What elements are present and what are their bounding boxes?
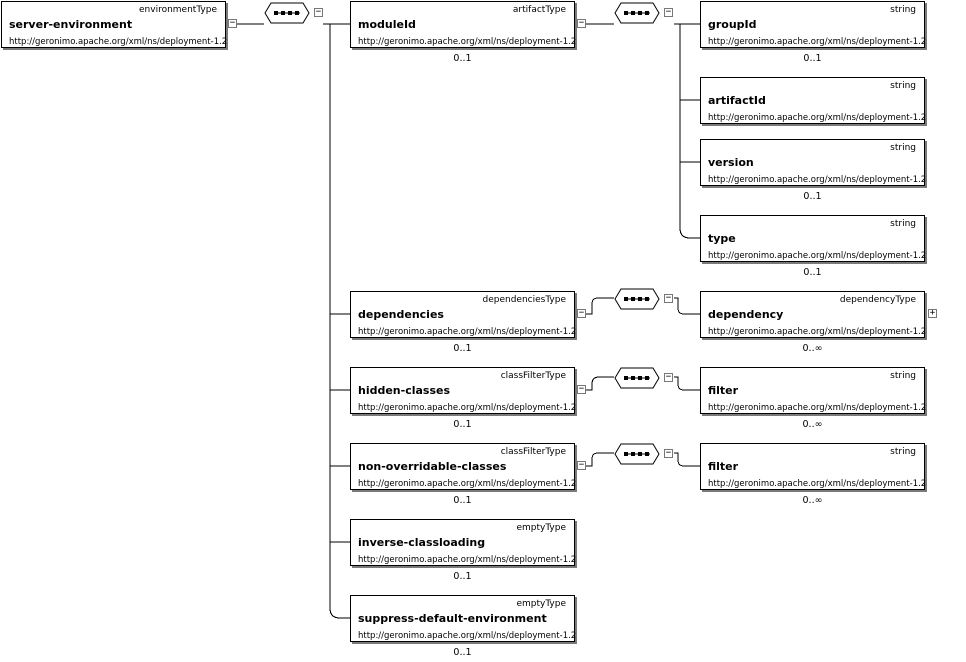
connector-line xyxy=(586,297,614,315)
collapse-toggle[interactable]: − xyxy=(664,293,673,303)
element-box-suppress-default-environment[interactable]: emptyType suppress-default-environment htt… xyxy=(350,595,577,642)
connector-line xyxy=(679,24,700,239)
element-box-type[interactable]: string type http://geronimo.apache.org/xml… xyxy=(700,215,927,262)
element-type: dependencyType xyxy=(839,295,916,305)
element-name: filter xyxy=(708,460,739,473)
element-namespace: http://geronimo.apache.org/xml/ns/deploy… xyxy=(358,631,577,641)
element-type: string xyxy=(890,447,916,457)
element-box-dependency[interactable]: dependencyType dependency http://geronimo.… xyxy=(700,291,927,338)
element-namespace: http://geronimo.apache.org/xml/ns/deploy… xyxy=(358,403,577,413)
element-type: environmentType xyxy=(139,5,217,15)
cardinality-label: 0..1 xyxy=(453,419,472,430)
cardinality-label: 0..1 xyxy=(453,495,472,506)
connector-line xyxy=(329,24,350,619)
element-box-non-overridable-classes[interactable]: classFilterType non-overridable-classes ht… xyxy=(350,443,577,490)
element-name: artifactId xyxy=(708,94,766,107)
element-namespace: http://geronimo.apache.org/xml/ns/deploy… xyxy=(708,113,927,123)
element-name: inverse-classloading xyxy=(358,536,486,549)
sequence-compositor-icon xyxy=(614,443,660,465)
collapse-toggle[interactable]: − xyxy=(664,372,673,382)
element-type: string xyxy=(890,81,916,91)
element-namespace: http://geronimo.apache.org/xml/ns/deploy… xyxy=(708,327,927,337)
collapse-toggle[interactable]: − xyxy=(664,7,673,17)
element-box-filter-nonoverridable[interactable]: string filter http://geronimo.apache.org/x… xyxy=(700,443,927,490)
element-name: filter xyxy=(708,384,739,397)
element-name: dependencies xyxy=(358,308,444,321)
cardinality-label: 0..∞ xyxy=(802,419,823,430)
sequence-compositor-icon xyxy=(614,2,660,24)
element-type: artifactType xyxy=(512,5,566,15)
element-type: string xyxy=(890,219,916,229)
element-box-groupId[interactable]: string groupId http://geronimo.apache.org/… xyxy=(700,1,927,48)
cardinality-label: 0..1 xyxy=(803,53,822,64)
connector-line xyxy=(586,452,614,467)
element-name: suppress-default-environment xyxy=(358,612,547,625)
cardinality-label: 0..1 xyxy=(803,191,822,202)
connector-line xyxy=(586,376,614,391)
element-namespace: http://geronimo.apache.org/xml/ns/deploy… xyxy=(708,403,927,413)
element-namespace: http://geronimo.apache.org/xml/ns/deploy… xyxy=(708,37,927,47)
element-type: emptyType xyxy=(516,599,566,609)
element-namespace: http://geronimo.apache.org/xml/ns/deploy… xyxy=(358,327,577,337)
element-type: string xyxy=(890,5,916,15)
element-namespace: http://geronimo.apache.org/xml/ns/deploy… xyxy=(708,479,927,489)
element-namespace: http://geronimo.apache.org/xml/ns/deploy… xyxy=(708,175,927,185)
element-box-version[interactable]: string version http://geronimo.apache.org/… xyxy=(700,139,927,186)
connector-line xyxy=(674,376,700,391)
element-box-moduleId[interactable]: artifactType moduleId http://geronimo.apac… xyxy=(350,1,577,48)
cardinality-label: 0..1 xyxy=(453,343,472,354)
element-type: classFilterType xyxy=(500,371,566,381)
cardinality-label: 0..1 xyxy=(453,53,472,64)
collapse-toggle[interactable]: − xyxy=(228,18,237,28)
element-box-dependencies[interactable]: dependenciesType dependencies http://geron… xyxy=(350,291,577,338)
cardinality-label: 0..∞ xyxy=(802,495,823,506)
collapse-toggle[interactable]: − xyxy=(314,7,323,17)
element-name: non-overridable-classes xyxy=(358,460,507,473)
element-name: groupId xyxy=(708,18,757,31)
element-type: dependenciesType xyxy=(482,295,566,305)
element-box-artifactId[interactable]: string artifactId http://geronimo.apache.o… xyxy=(700,77,927,124)
connector-line xyxy=(674,297,700,315)
element-namespace: http://geronimo.apache.org/xml/ns/deploy… xyxy=(358,37,577,47)
sequence-compositor-icon xyxy=(614,367,660,389)
cardinality-label: 0..1 xyxy=(453,647,472,658)
collapse-toggle[interactable]: − xyxy=(577,384,586,394)
expand-toggle[interactable]: + xyxy=(928,308,937,318)
element-namespace: http://geronimo.apache.org/xml/ns/deploy… xyxy=(358,555,577,565)
sequence-compositor-icon xyxy=(264,2,310,24)
element-type: emptyType xyxy=(516,523,566,533)
collapse-toggle[interactable]: − xyxy=(577,18,586,28)
collapse-toggle[interactable]: − xyxy=(664,448,673,458)
connector-line xyxy=(674,452,700,467)
element-name: version xyxy=(708,156,754,169)
element-type: string xyxy=(890,371,916,381)
element-box-filter-hidden[interactable]: string filter http://geronimo.apache.org/x… xyxy=(700,367,927,414)
element-type: classFilterType xyxy=(500,447,566,457)
cardinality-label: 0..∞ xyxy=(802,343,823,354)
cardinality-label: 0..1 xyxy=(803,267,822,278)
element-name: hidden-classes xyxy=(358,384,451,397)
element-name: type xyxy=(708,232,736,245)
element-namespace: http://geronimo.apache.org/xml/ns/deploy… xyxy=(358,479,577,489)
element-box-hidden-classes[interactable]: classFilterType hidden-classes http://gero… xyxy=(350,367,577,414)
element-name: moduleId xyxy=(358,18,416,31)
element-box-root[interactable]: environmentType server-environment http://… xyxy=(1,1,228,48)
element-box-inverse-classloading[interactable]: emptyType inverse-classloading http://gero… xyxy=(350,519,577,566)
cardinality-label: 0..1 xyxy=(453,571,472,582)
element-type: string xyxy=(890,143,916,153)
collapse-toggle[interactable]: − xyxy=(577,460,586,470)
collapse-toggle[interactable]: − xyxy=(577,308,586,318)
element-name: dependency xyxy=(708,308,784,321)
element-namespace: http://geronimo.apache.org/xml/ns/deploy… xyxy=(708,251,927,261)
sequence-compositor-icon xyxy=(614,288,660,310)
element-name: server-environment xyxy=(9,18,133,31)
element-namespace: http://geronimo.apache.org/xml/ns/deploy… xyxy=(9,37,228,47)
